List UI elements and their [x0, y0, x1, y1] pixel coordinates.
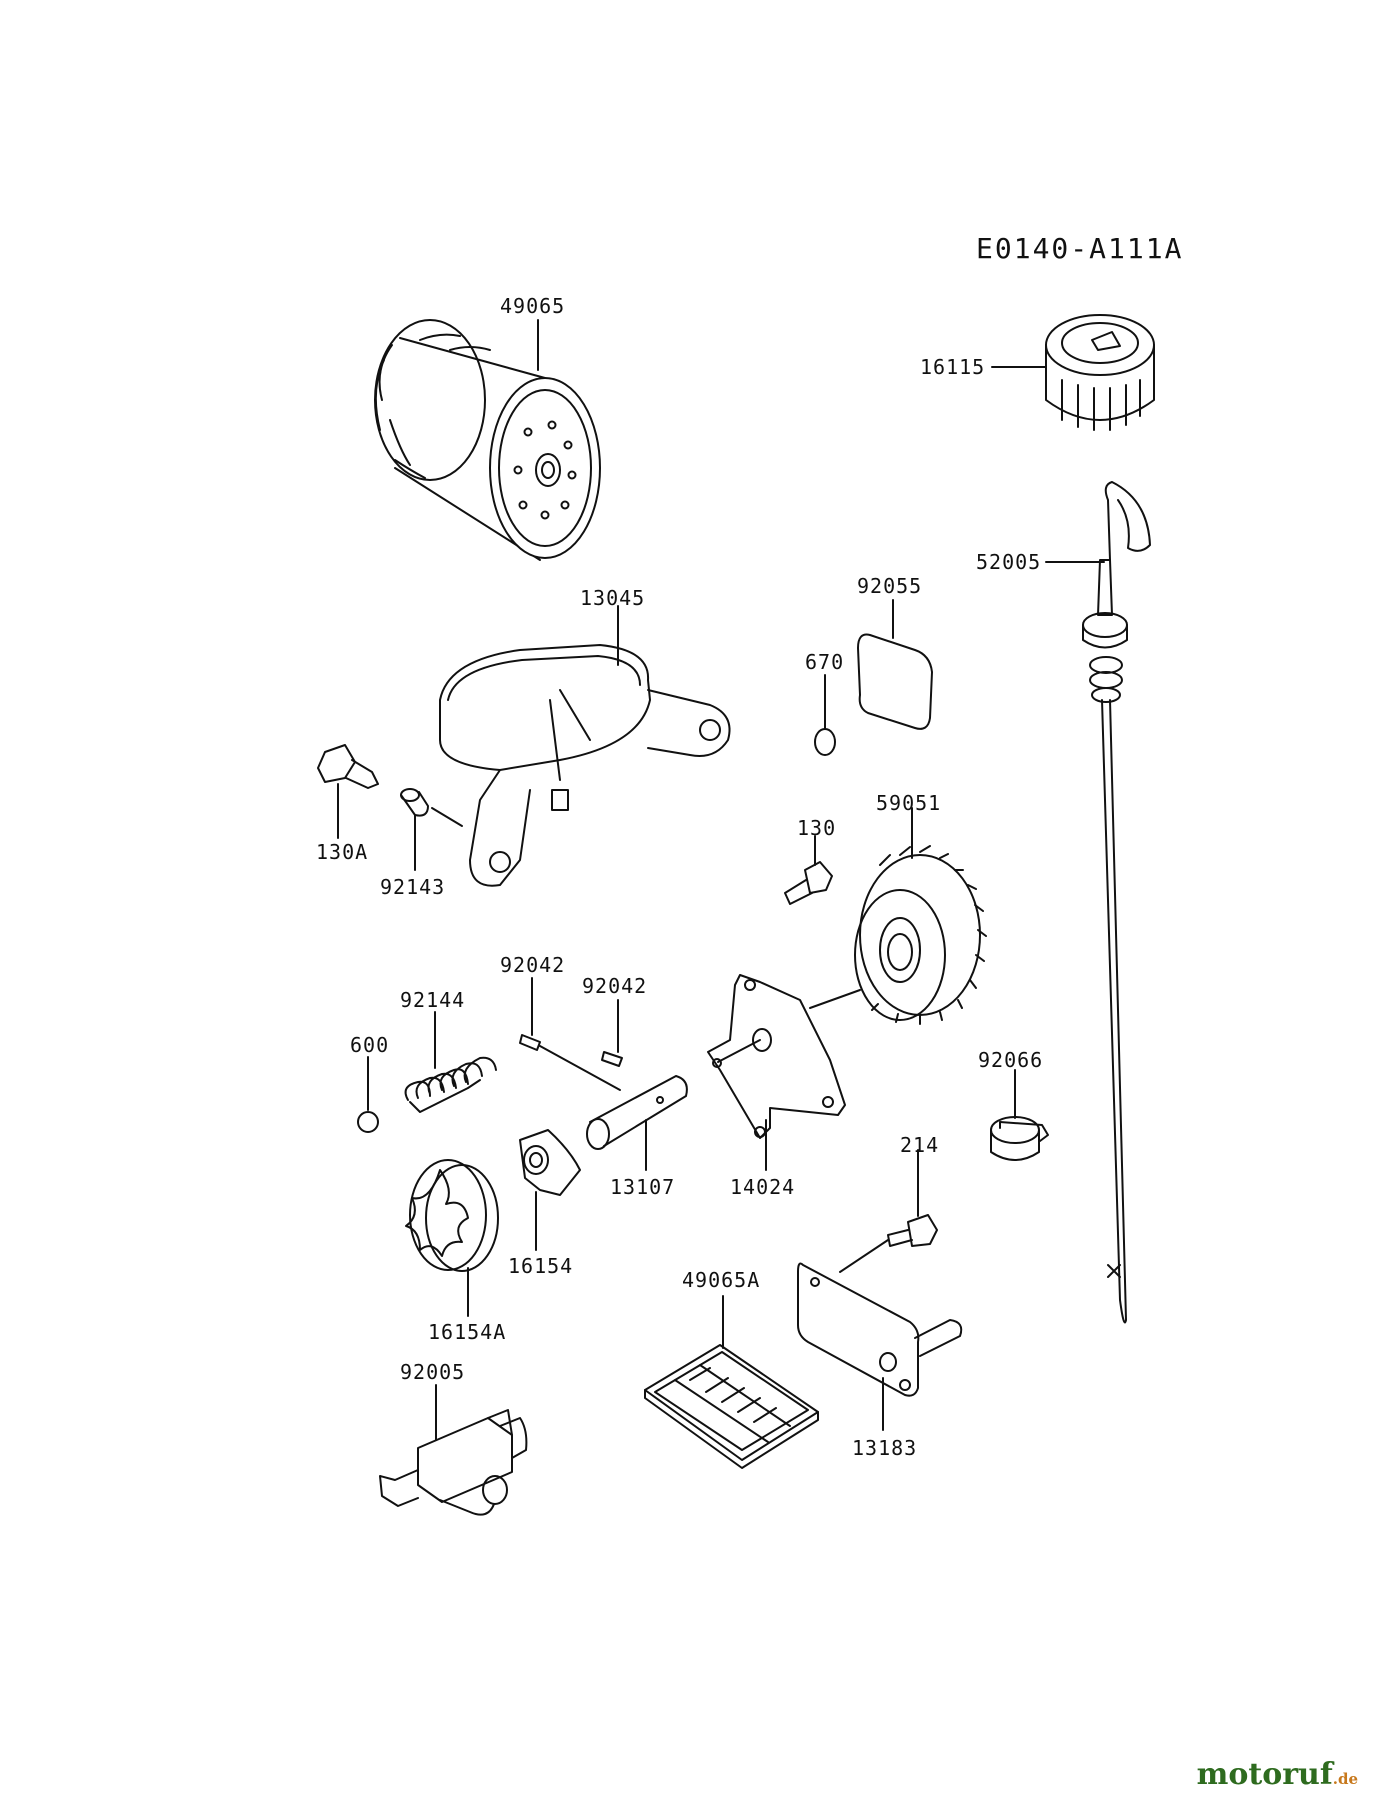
fitting-drawing	[379, 1409, 528, 1516]
part-label-bolt-214: 214	[900, 1133, 940, 1157]
part-label-gasket: 92055	[857, 574, 923, 598]
part-label-ball: 600	[350, 1033, 390, 1057]
plate-drawing	[797, 1262, 963, 1397]
part-label-o-ring: 670	[805, 650, 845, 674]
dipstick-drawing	[1082, 481, 1151, 1324]
inner-rotor-drawing	[519, 1129, 581, 1196]
strainer-bracket-drawing	[439, 644, 731, 887]
shaft-drawing	[586, 1075, 688, 1150]
pump-cover-drawing	[707, 974, 846, 1139]
part-label-fitting: 92005	[400, 1360, 466, 1384]
part-label-spring: 92144	[400, 988, 466, 1012]
part-label-screen: 49065A	[682, 1268, 761, 1292]
bolt-130-drawing	[784, 861, 833, 905]
part-label-bolt-130a: 130A	[316, 840, 369, 864]
pin-a-drawing	[519, 1034, 621, 1091]
part-label-shaft: 13107	[610, 1175, 676, 1199]
part-label-outer-rotor: 16154A	[428, 1320, 507, 1344]
part-label-collar: 92143	[380, 875, 446, 899]
part-label-pump-cover: 14024	[730, 1175, 796, 1199]
screen-drawing	[644, 1344, 819, 1469]
o-ring-drawing	[814, 728, 836, 756]
pump-gear-drawing	[809, 845, 987, 1025]
gasket-drawing	[857, 633, 933, 730]
part-label-strainer-bracket: 13045	[580, 586, 646, 610]
part-label-oil-filter: 49065	[500, 294, 566, 318]
oil-filter-drawing	[374, 319, 601, 561]
watermark-name: motoruf	[1196, 1757, 1333, 1792]
part-label-pin-a: 92042	[500, 953, 566, 977]
outer-rotor-drawing	[405, 1159, 499, 1272]
watermark-logo: motoruf.de	[1197, 1757, 1358, 1792]
part-label-pump-gear: 59051	[876, 791, 942, 815]
ball-drawing	[357, 1111, 379, 1133]
diagram-code: E0140-A111A	[976, 232, 1184, 265]
watermark-tld: .de	[1332, 1770, 1358, 1788]
spring-drawing	[404, 1056, 497, 1113]
bolt-130a-drawing	[317, 744, 379, 789]
bolt-214-drawing	[887, 1214, 938, 1247]
plug-drawing	[990, 1116, 1049, 1161]
part-label-dipstick: 52005	[976, 550, 1042, 574]
part-label-bolt-130: 130	[797, 816, 837, 840]
collar-drawing	[400, 788, 429, 817]
pin-b-drawing	[601, 1051, 623, 1067]
oil-cap-drawing	[1045, 314, 1155, 431]
part-label-oil-cap: 16115	[920, 355, 986, 379]
part-label-plug: 92066	[978, 1048, 1044, 1072]
part-label-pin-b: 92042	[582, 974, 648, 998]
part-label-inner-rotor: 16154	[508, 1254, 574, 1278]
part-label-plate: 13183	[852, 1436, 918, 1460]
